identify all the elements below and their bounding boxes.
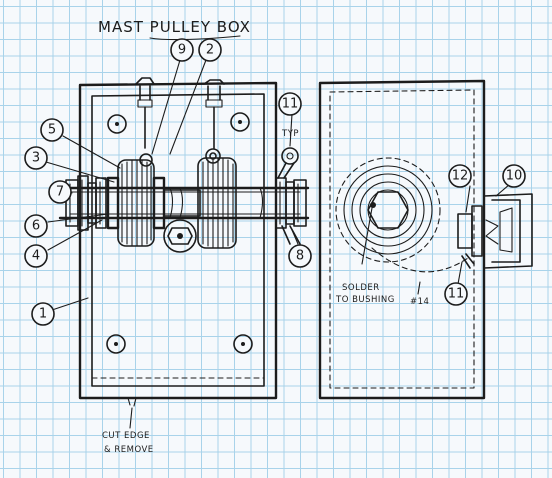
svg-text:12: 12 [452,169,469,184]
svg-text:8: 8 [296,249,304,264]
callout-11-bottom: 11 [444,282,468,306]
drawing-title: MAST PULLEY BOX [98,18,251,36]
callout-11-top: 11 [278,92,302,116]
svg-text:2: 2 [206,43,214,58]
note-cut-line1: CUT EDGE [102,431,150,441]
center-roller [163,189,201,253]
callout-2: 2 [198,38,222,62]
cut-leader [129,407,133,429]
callout-9: 9 [170,38,194,62]
side-bushing [457,193,533,269]
side-view [318,79,533,400]
leader-lines [45,59,511,311]
svg-text:9: 9 [178,43,186,58]
mounting-hole-bottom-left [106,334,126,354]
wire-path [371,247,469,273]
note-cut-line2: & REMOVE [104,445,154,455]
top-screw-left [135,77,155,149]
note-solder-line2: TO BUSHING [335,295,395,305]
right-nut-stack [275,177,307,229]
callout-8: 8 [288,244,312,268]
svg-text:7: 7 [56,185,64,200]
svg-text:6: 6 [32,219,40,234]
mounting-hole-top-left [107,114,127,134]
svg-text:4: 4 [32,249,40,264]
svg-text:11: 11 [282,97,299,112]
note-typ: TYP [281,129,299,139]
box-inner-outline [91,93,265,387]
side-box-outline [318,79,486,400]
mounting-hole-top-right [230,112,250,132]
callout-4: 4 [24,244,48,268]
svg-text:5: 5 [48,123,56,138]
callout-7: 7 [48,180,72,204]
left-nut-stack [65,175,107,231]
svg-text:11: 11 [448,287,465,302]
side-inner-dashed [329,89,475,389]
note-solder-line1: SOLDER [342,283,380,293]
front-view [58,77,310,407]
box-outer-outline [78,81,278,400]
svg-text:1: 1 [39,307,47,322]
callout-3: 3 [24,146,48,170]
callout-10: 10 [502,164,526,188]
solder-lug [277,147,301,245]
pulley-right [197,148,237,249]
shaft [58,186,310,220]
pulley-left [106,153,166,247]
svg-text:3: 3 [32,151,40,166]
callout-12: 12 [448,164,472,188]
top-screw-right [203,79,225,149]
side-pulley-rings [335,157,441,263]
note-wire-gauge: #14 [410,297,429,307]
callout-6: 6 [24,214,48,238]
svg-text:10: 10 [506,169,523,184]
title-underline [149,35,241,41]
mounting-hole-bottom-right [233,334,253,354]
cut-notch [127,397,137,407]
callout-5: 5 [40,118,64,142]
callout-1: 1 [31,302,55,326]
